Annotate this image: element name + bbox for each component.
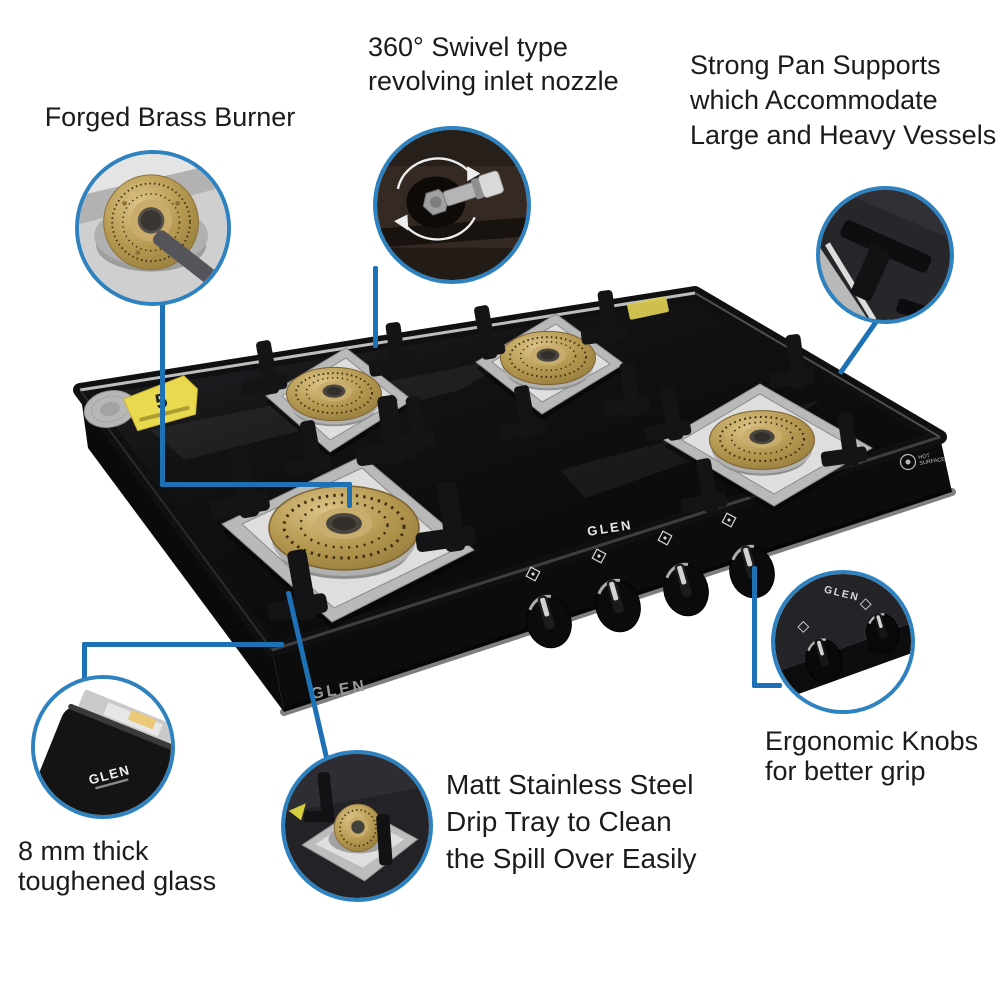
callout-forged-brass-burner (75, 150, 231, 306)
knob-closeup-1 (805, 638, 843, 683)
burner-back-middle (499, 330, 597, 392)
callout-swivel-inlet-nozzle (373, 126, 531, 284)
hot-surface-badge: HOT SURFACE (899, 453, 946, 471)
label-forged-brass-burner: Forged Brass Burner (44, 102, 296, 132)
svg-text:HOT: HOT (918, 453, 931, 461)
glass-brand-logo: GLEN (586, 517, 634, 539)
callout-ergonomic-knobs: GLEN (771, 570, 915, 714)
leader-line-knobs-v (752, 566, 757, 688)
leader-line-nozzle (373, 266, 378, 348)
callout-drip-tray (281, 750, 433, 902)
spec-sticker (627, 296, 669, 320)
pan-support-arm-tip (152, 230, 220, 287)
leader-line-burner-tip (347, 482, 352, 508)
knob-closeup-2 (865, 613, 900, 652)
label-toughened-glass: 8 mm thick toughened glass (18, 836, 217, 896)
leader-line-knobs-h (752, 683, 782, 688)
label-strong-pan-supports: Strong Pan Supports which Accommodate La… (690, 50, 997, 150)
leader-line-burner-h (160, 482, 352, 487)
leader-line-glass-h (82, 642, 284, 647)
svg-text:SURFACE: SURFACE (919, 457, 946, 467)
leader-line-glass-v (82, 642, 87, 682)
callout-strong-pan-supports (816, 186, 954, 324)
leader-line-burner-v (160, 302, 165, 487)
burner-back-right (708, 409, 816, 477)
sticker-fragment (288, 803, 306, 821)
pan-support-arms (303, 772, 393, 866)
callout-toughened-glass: GLEN (31, 675, 175, 819)
label-ergonomic-knobs: Ergonomic Knobs for better grip (765, 726, 979, 786)
rotation-arrows (396, 157, 476, 241)
inlet-nozzle (422, 170, 504, 216)
burner-back-left (285, 366, 383, 428)
pan-support-arm (840, 220, 932, 302)
label-swivel-inlet-nozzle: 360° Swivel type revolving inlet nozzle (368, 32, 619, 96)
label-drip-tray: Matt Stainless Steel Drip Tray to Clean … (446, 769, 697, 874)
